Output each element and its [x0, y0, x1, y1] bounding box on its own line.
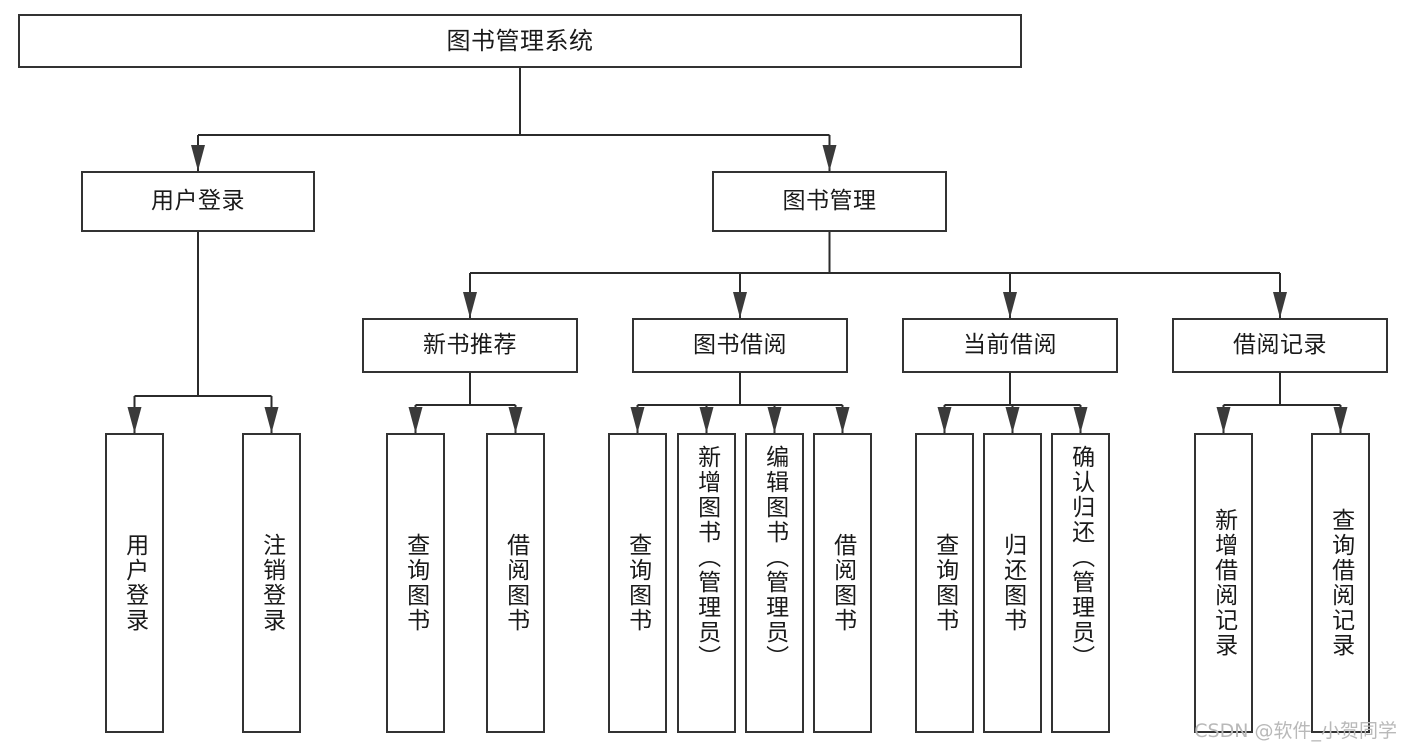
node-leaf-query-book-rec[interactable]: 查询图书: [386, 433, 445, 733]
edge-arrowhead-icon: [264, 407, 279, 433]
edge-arrowhead-icon: [699, 407, 714, 433]
node-borrow-record[interactable]: 借阅记录: [1172, 318, 1388, 373]
edge-arrowhead-icon: [767, 407, 782, 433]
edge-arrowhead-icon: [1216, 407, 1231, 433]
node-leaf-edit-book[interactable]: 编辑图书（管理员）: [745, 433, 804, 733]
node-label: 当前借阅: [963, 331, 1057, 358]
node-leaf-logout[interactable]: 注销登录: [242, 433, 301, 733]
node-label: 借阅记录: [1233, 331, 1327, 358]
node-label: 借阅图书: [502, 533, 529, 633]
node-label: 查询借阅记录: [1327, 508, 1354, 658]
edge-arrowhead-icon: [1333, 407, 1348, 433]
node-label: 注销登录: [258, 533, 285, 633]
node-label: 编辑图书（管理员）: [761, 445, 788, 670]
node-label: 图书借阅: [693, 331, 787, 358]
node-label: 图书管理: [782, 187, 877, 214]
edge-arrowhead-icon: [733, 292, 747, 318]
node-leaf-add-record[interactable]: 新增借阅记录: [1194, 433, 1253, 733]
node-leaf-query-book[interactable]: 查询图书: [608, 433, 667, 733]
node-new-book-rec[interactable]: 新书推荐: [362, 318, 578, 373]
node-leaf-borrow-book[interactable]: 借阅图书: [813, 433, 872, 733]
node-label: 查询图书: [402, 533, 429, 633]
edge-arrowhead-icon: [1005, 407, 1020, 433]
node-label: 借阅图书: [829, 533, 856, 633]
edge-arrowhead-icon: [1273, 292, 1287, 318]
node-root[interactable]: 图书管理系统: [18, 14, 1022, 68]
node-leaf-add-book[interactable]: 新增图书（管理员）: [677, 433, 736, 733]
node-leaf-confirm-return[interactable]: 确认归还（管理员）: [1051, 433, 1110, 733]
node-leaf-query-book-cur[interactable]: 查询图书: [915, 433, 974, 733]
edge-arrowhead-icon: [127, 407, 142, 433]
edge-arrowhead-icon: [630, 407, 645, 433]
node-label: 用户登录: [121, 533, 148, 633]
edge-arrowhead-icon: [822, 145, 837, 171]
edge-arrowhead-icon: [1003, 292, 1017, 318]
node-label: 新增借阅记录: [1210, 508, 1237, 658]
node-book-manage[interactable]: 图书管理: [712, 171, 947, 232]
node-leaf-borrow-book-rec[interactable]: 借阅图书: [486, 433, 545, 733]
edge-arrowhead-icon: [508, 407, 523, 433]
node-label: 新增图书（管理员）: [693, 445, 720, 670]
node-book-borrow[interactable]: 图书借阅: [632, 318, 848, 373]
node-current-borrow[interactable]: 当前借阅: [902, 318, 1118, 373]
node-label: 用户登录: [151, 187, 245, 214]
node-label: 归还图书: [999, 533, 1026, 633]
node-leaf-user-login[interactable]: 用户登录: [105, 433, 164, 733]
edge-arrowhead-icon: [191, 145, 205, 171]
node-leaf-return-book[interactable]: 归还图书: [983, 433, 1042, 733]
node-user-login[interactable]: 用户登录: [81, 171, 315, 232]
node-label: 查询图书: [931, 533, 958, 633]
edge-arrowhead-icon: [937, 407, 952, 433]
node-leaf-query-record[interactable]: 查询借阅记录: [1311, 433, 1370, 733]
edge-arrowhead-icon: [408, 407, 423, 433]
node-label: 确认归还（管理员）: [1067, 445, 1094, 670]
node-label: 图书管理系统: [446, 26, 594, 55]
node-label: 查询图书: [624, 533, 651, 633]
edge-arrowhead-icon: [463, 292, 477, 318]
node-label: 新书推荐: [423, 331, 517, 358]
edge-arrowhead-icon: [1073, 407, 1088, 433]
edge-arrowhead-icon: [835, 407, 850, 433]
